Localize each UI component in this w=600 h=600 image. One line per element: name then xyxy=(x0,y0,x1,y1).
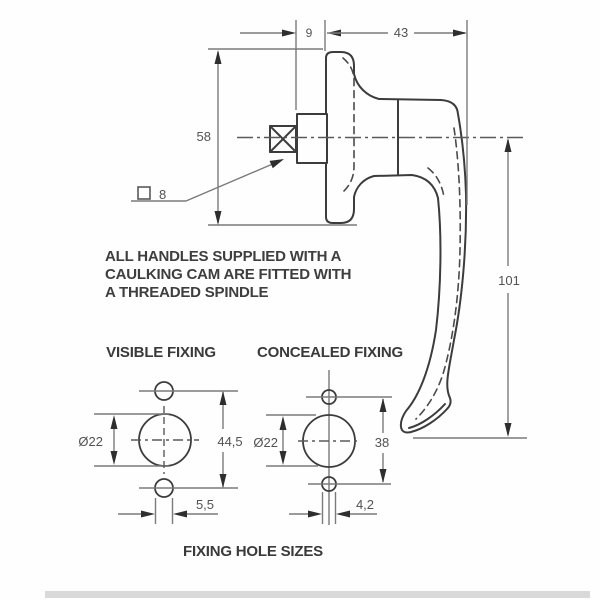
dimension-rosette-58: 58 xyxy=(197,50,222,225)
note-line-2: CAULKING CAM ARE FITTED WITH xyxy=(105,266,351,283)
caulking-cam-note: ALL HANDLES SUPPLIED WITH A CAULKING CAM… xyxy=(105,248,352,301)
hidden-grip-line xyxy=(415,127,462,420)
dim-label-dia22: Ø22 xyxy=(78,434,103,449)
spindle-square xyxy=(269,125,297,153)
dimension-annotations: 9 43 58 101 8 xyxy=(131,20,527,439)
dimension-neck-9: 9 xyxy=(240,26,313,40)
dimension-length-101: 101 xyxy=(498,138,520,437)
dimension-concealed-hole-width: 4,2 xyxy=(289,492,377,524)
dim-label-9: 9 xyxy=(306,26,313,40)
dimension-concealed-spacing: 38 xyxy=(375,398,389,483)
dim-label-dia22: Ø22 xyxy=(253,435,278,450)
dimension-grip-43: 43 xyxy=(327,25,467,40)
square-symbol xyxy=(137,186,151,200)
concealed-fixing-diagram: Ø22 38 4,2 xyxy=(253,370,392,525)
handle-outline xyxy=(325,51,468,434)
dim-label-spindle-8: 8 xyxy=(159,187,166,202)
dim-label-44-5: 44,5 xyxy=(217,434,242,449)
neck-collar xyxy=(296,113,328,164)
dim-label-43: 43 xyxy=(394,25,408,40)
dimension-visible-diameter: Ø22 xyxy=(78,415,118,465)
dimension-concealed-diameter: Ø22 xyxy=(253,416,287,465)
leader-arrowhead xyxy=(269,159,284,169)
hidden-corner-arc xyxy=(427,167,445,198)
dim-label-4-2: 4,2 xyxy=(356,497,374,512)
dim-label-5-5: 5,5 xyxy=(196,497,214,512)
spindle-callout: 8 xyxy=(131,159,284,202)
handle-tip-sole-line xyxy=(408,403,446,429)
dim-label-101: 101 xyxy=(498,273,520,288)
note-line-3: A THREADED SPINDLE xyxy=(105,284,269,301)
concealed-fixing-title: CONCEALED FIXING xyxy=(257,344,403,361)
page-edge-bar xyxy=(45,591,590,598)
dim-label-38: 38 xyxy=(375,435,389,450)
visible-fixing-title: VISIBLE FIXING xyxy=(106,344,216,361)
dim-label-58: 58 xyxy=(197,129,211,144)
visible-fixing-diagram: Ø22 44,5 5,5 xyxy=(78,381,243,524)
dimension-visible-hole-width: 5,5 xyxy=(118,497,218,524)
note-line-1: ALL HANDLES SUPPLIED WITH A xyxy=(105,248,342,265)
handle-side-view xyxy=(237,51,526,434)
dimension-visible-spacing: 44,5 xyxy=(217,391,243,488)
fixing-hole-sizes-title: FIXING HOLE SIZES xyxy=(183,543,323,560)
